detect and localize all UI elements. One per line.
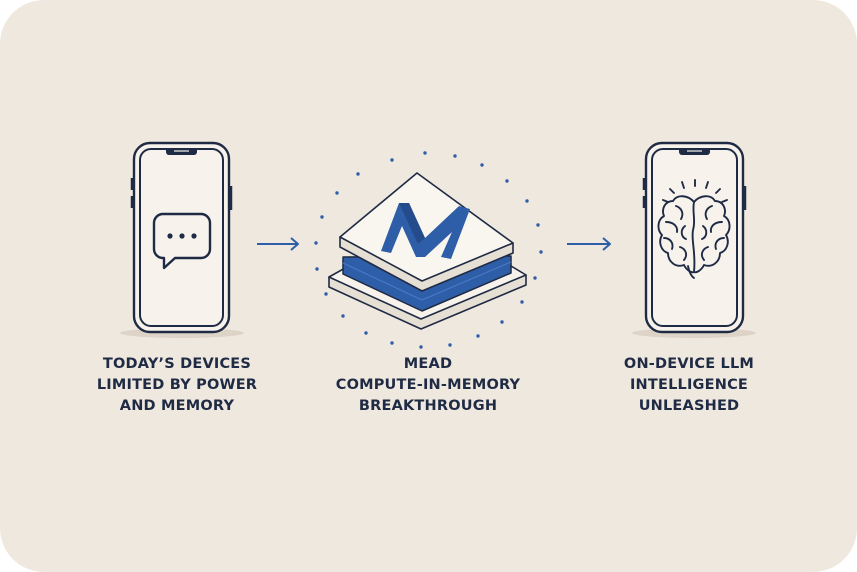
caption-line: ON-DEVICE LLM [623, 356, 755, 372]
caption-mead: MEAD COMPUTE-IN-MEMORY BREAKTHROUGH [308, 354, 548, 417]
caption-line: COMPUTE-IN-MEMORY [335, 377, 521, 393]
arrow-right-icon [257, 237, 299, 251]
caption-line: MEAD [403, 356, 453, 372]
chat-bubble-icon [152, 212, 212, 270]
mead-chip-icon [314, 151, 543, 349]
caption-line: TODAY’S DEVICES [102, 356, 252, 372]
caption-line: BREAKTHROUGH [358, 398, 498, 414]
caption-line: UNLEASHED [638, 398, 740, 414]
arrow-right-icon [567, 237, 611, 251]
caption-line: INTELLIGENCE [629, 377, 749, 393]
phone-left-icon [120, 141, 244, 338]
brain-icon [657, 179, 731, 279]
caption-line: AND MEMORY [119, 398, 235, 414]
phone-right-icon [632, 141, 756, 338]
caption-todays-devices: TODAY’S DEVICES LIMITED BY POWER AND MEM… [57, 354, 297, 417]
caption-line: LIMITED BY POWER [96, 377, 258, 393]
caption-on-device-llm: ON-DEVICE LLM INTELLIGENCE UNLEASHED [569, 354, 809, 417]
